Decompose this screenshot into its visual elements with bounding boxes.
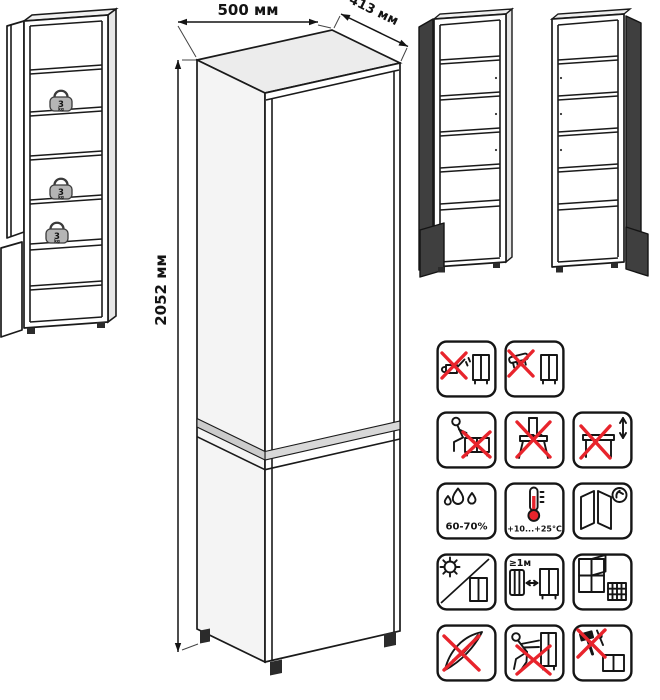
weight-unit: kg — [58, 106, 64, 111]
weight-value: 3 — [58, 188, 64, 198]
ventilation-icon — [572, 553, 633, 611]
main-cabinet-isometric — [194, 29, 403, 676]
no-dragging-icon — [504, 624, 565, 682]
cabinet-foot — [27, 328, 35, 334]
red-cross — [461, 430, 492, 459]
weight-unit: kg — [58, 194, 64, 199]
handle-groove-side — [196, 417, 266, 461]
cabinet-foot — [97, 322, 105, 328]
cabinet-foot — [200, 628, 210, 644]
door-gaps — [265, 69, 400, 660]
no-standing-icon — [504, 411, 565, 469]
care-icons-grid: 60-70% +10...+25°С — [436, 340, 633, 682]
no-direct-sunlight-icon — [436, 553, 497, 611]
cabinet-foot — [270, 659, 282, 676]
cabinet-foot — [611, 262, 618, 268]
dark-lower-door-open — [625, 226, 649, 277]
no-wet-cleaning-icon — [436, 340, 497, 398]
red-cross — [440, 351, 468, 380]
water-drops-icon — [443, 487, 477, 506]
no-scratching-icon — [436, 624, 497, 682]
shelf-weight-3kg: 3 kg — [49, 89, 73, 112]
open-door-lower — [0, 241, 23, 338]
hand-badge-icon — [611, 487, 628, 503]
radiator-icon — [509, 569, 525, 596]
red-cross — [576, 628, 607, 659]
cabinet-foot — [438, 267, 445, 273]
red-cross — [579, 424, 612, 460]
weight-unit: kg — [54, 238, 60, 243]
weight-value: 3 — [58, 100, 64, 110]
cabinet-foot — [384, 631, 396, 648]
careful-door-handling-icon — [572, 482, 633, 540]
cabinet-side-face — [196, 58, 266, 664]
red-cross — [515, 420, 552, 459]
height-dimension: 2052 мм — [152, 59, 199, 652]
open-cabinet-loaded-view: 3 kg 3 kg 3 kg — [0, 7, 119, 338]
no-abrasive-cleaning-icon — [504, 340, 565, 398]
cabinet-variant-right-open — [549, 8, 649, 277]
shelf-weight-3kg: 3 kg — [49, 177, 73, 200]
distance-label: ≥1м — [509, 558, 531, 569]
height-dimension-label: 2052 мм — [152, 254, 170, 326]
sun-icon — [443, 560, 457, 574]
humidity-label: 60-70% — [445, 522, 487, 533]
cabinet-foot — [556, 267, 563, 273]
red-cross — [442, 634, 481, 672]
cabinet-variant-left-open — [418, 7, 515, 278]
red-cross — [515, 644, 552, 676]
no-vertical-pull-icon — [572, 411, 633, 469]
heater-distance-icon: ≥1м — [504, 553, 565, 611]
red-cross — [507, 349, 535, 378]
weight-value: 3 — [54, 232, 60, 242]
temperature-range-icon: +10...+25°С — [504, 482, 565, 540]
variant-interior — [439, 19, 501, 263]
no-tools-impact-icon — [572, 624, 633, 682]
depth-dimension-label: 413 мм — [346, 0, 400, 29]
width-dimension-label: 500 мм — [217, 1, 278, 19]
cabinet-foot — [493, 262, 500, 268]
humidity-60-70-icon: 60-70% — [436, 482, 497, 540]
no-sitting-icon — [436, 411, 497, 469]
temperature-label: +10...+25°С — [507, 525, 562, 534]
open-door-upper — [6, 20, 25, 239]
shelf-weight-3kg: 3 kg — [45, 221, 69, 244]
variant-interior — [557, 19, 619, 263]
grid-spacer — [572, 340, 633, 398]
width-dimension: 500 мм — [177, 1, 332, 58]
cabinet-front-face — [264, 61, 401, 664]
